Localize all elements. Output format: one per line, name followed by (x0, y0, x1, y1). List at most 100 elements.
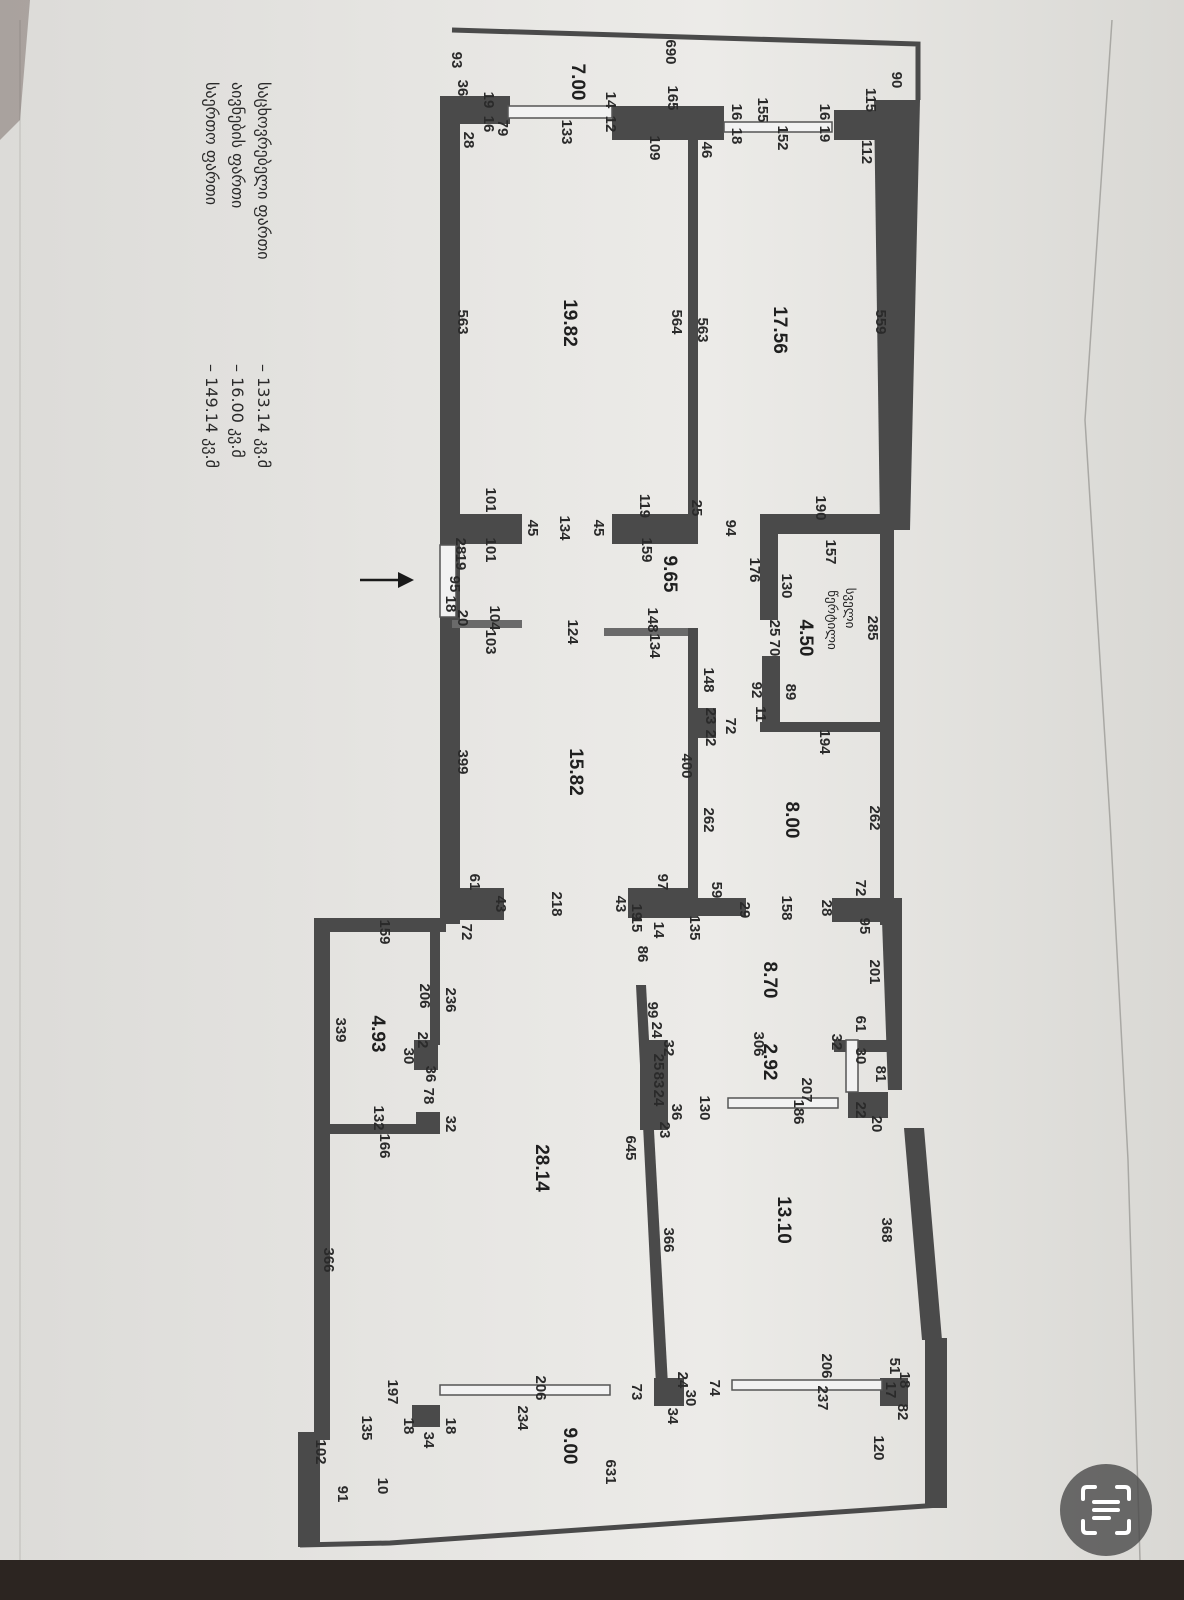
room-areas: 7.00 19.82 17.56 9.65 4.50 15.82 8.00 8.… (367, 64, 857, 1465)
dim: 368 (878, 1217, 895, 1242)
dim: 24 (650, 1090, 667, 1107)
dim: 690 (662, 39, 679, 64)
dim: 72 (722, 718, 739, 735)
dim: 14 (650, 922, 667, 939)
dim: 197 (384, 1379, 401, 1404)
dim: 135 (358, 1415, 375, 1440)
entrance-arrow-icon (360, 572, 414, 588)
corner-right-wall (925, 1338, 947, 1508)
dim: 102 (312, 1439, 329, 1464)
window-5 (439, 1384, 611, 1396)
dim: 112 (858, 140, 875, 164)
room-area-5: 4.50 (795, 620, 816, 657)
dim: 90 (888, 72, 905, 89)
room-area-9: 4.93 (367, 1016, 388, 1053)
window-1 (507, 105, 613, 119)
room-area-3: 17.56 (769, 306, 790, 354)
dim: 79 (494, 120, 511, 137)
room-area-10: 2.92 (759, 1044, 780, 1081)
dim: 36 (668, 1104, 685, 1121)
dim: 19 (628, 904, 645, 921)
dim: 104 (486, 605, 503, 631)
dim: 25 (766, 620, 783, 637)
dim: 36 (454, 80, 471, 97)
dim: 89 (782, 684, 799, 701)
room-label-line-1: სველი (842, 588, 857, 629)
dim: 24 (674, 1372, 691, 1389)
dim: 236 (442, 987, 459, 1012)
dim: 155 (754, 97, 771, 122)
dim: 25 (688, 500, 705, 517)
dim: 262 (700, 807, 717, 832)
scan-text-button[interactable] (1060, 1464, 1152, 1556)
dim: 134 (556, 515, 573, 541)
dim: 206 (818, 1353, 835, 1378)
dim: 43 (612, 896, 629, 913)
window-6 (845, 1039, 859, 1093)
dim: 61 (852, 1016, 869, 1033)
dim: 158 (778, 895, 795, 920)
dim: 24 (648, 1022, 665, 1039)
dim: 234 (514, 1405, 531, 1431)
dim: 32 (828, 1034, 845, 1051)
dim: 159 (638, 537, 655, 562)
dim: 16 (728, 104, 745, 121)
dim: 16 (816, 104, 833, 121)
room-area-12: 13.10 (773, 1196, 794, 1244)
dim: 201 (866, 959, 883, 984)
dim: 91 (334, 1486, 351, 1503)
room-area-1: 7.00 (567, 64, 588, 101)
dim: 645 (622, 1135, 639, 1160)
dim: 29 (736, 902, 753, 919)
dim: 399 (454, 749, 471, 774)
dim: 94 (722, 520, 739, 537)
dim: 72 (852, 880, 869, 897)
dim: 159 (376, 919, 393, 944)
dim: 28 (818, 900, 835, 917)
room-area-2: 19.82 (559, 299, 580, 347)
dim: 32 (442, 1116, 459, 1133)
dim: 262 (866, 805, 883, 830)
right-upper-wall (874, 100, 920, 530)
dim: 25 (650, 1054, 667, 1071)
dim: 134 (646, 633, 663, 659)
dim: 73 (628, 1384, 645, 1401)
dim: 99 (644, 1002, 661, 1019)
dim: 28 (460, 132, 477, 149)
dimension-labels: 690 93 36 90 115 112 165 109 46 155 152 … (312, 39, 913, 1502)
dim: 306 (750, 1031, 767, 1056)
dim: 285 (864, 615, 881, 640)
dim: 78 (420, 1088, 437, 1105)
dim: 46 (698, 142, 715, 159)
dim: 45 (524, 520, 541, 537)
dim: 133 (558, 119, 575, 144)
dim: 148 (644, 607, 661, 632)
dim: 19 (816, 126, 833, 143)
dim: 19 (452, 554, 469, 571)
dim: 14 (602, 92, 619, 109)
dim: 70 (766, 640, 783, 657)
dim: 563 (694, 317, 711, 342)
dim: 101 (482, 487, 499, 512)
dim: 206 (416, 983, 433, 1008)
dim: 130 (696, 1095, 713, 1120)
room-area-13: 9.00 (559, 1428, 580, 1465)
dim: 82 (894, 1404, 911, 1421)
windows (439, 105, 883, 1396)
dim: 18 (400, 1418, 417, 1435)
dim: 74 (706, 1380, 723, 1397)
dim: 103 (482, 629, 499, 654)
dim: 157 (822, 539, 839, 564)
dim: 11 (752, 706, 769, 722)
dim: 86 (634, 946, 651, 963)
dim: 43 (492, 896, 509, 913)
dim: 124 (564, 619, 581, 645)
dim: 194 (816, 729, 833, 755)
dim: 120 (870, 1435, 887, 1460)
dim: 218 (548, 891, 565, 916)
dim: 18 (728, 128, 745, 145)
dim: 97 (654, 874, 671, 891)
dim: 190 (812, 495, 829, 520)
right-mid-wall (882, 920, 902, 1090)
entrance-door (439, 544, 457, 618)
